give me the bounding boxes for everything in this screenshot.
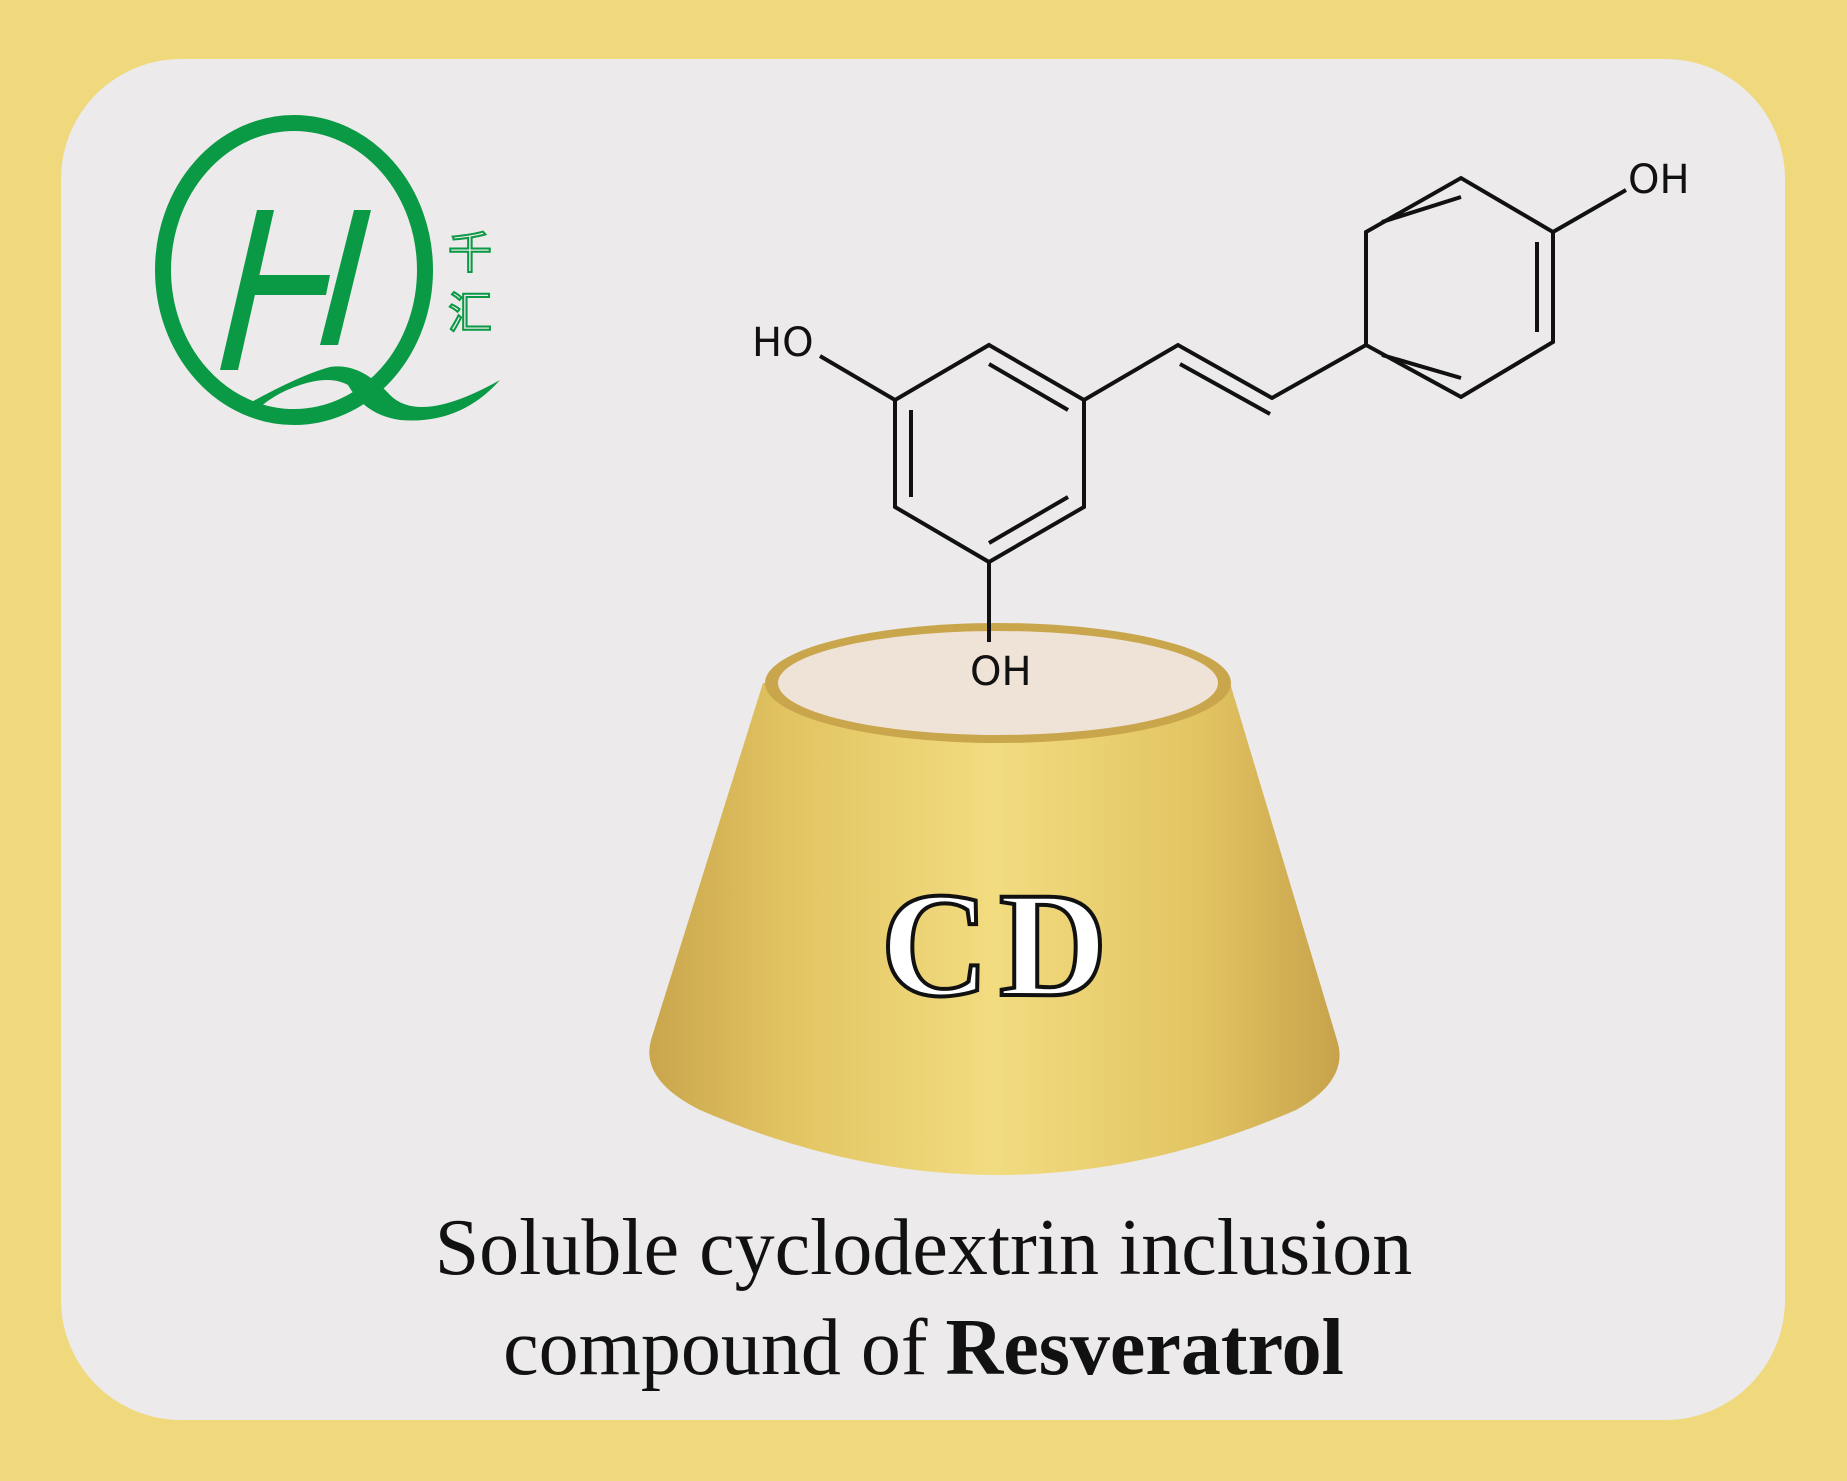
- cyclodextrin-cup-icon: [649, 623, 1340, 1175]
- caption-prefix: compound of: [503, 1304, 928, 1392]
- resveratrol-structure: [818, 175, 1627, 642]
- label-ho-left: HO: [752, 320, 814, 366]
- logo-char-bottom: 汇: [448, 288, 492, 339]
- company-logo-icon: 千 汇: [155, 115, 500, 425]
- label-oh-bottom: OH: [970, 649, 1032, 695]
- label-oh-top-right: OH: [1628, 157, 1690, 203]
- cd-label: CD: [881, 862, 1118, 1028]
- logo-char-top: 千: [448, 228, 492, 279]
- caption-compound-name: Resveratrol: [945, 1304, 1344, 1392]
- caption-line-1: Soluble cyclodextrin inclusion: [434, 1204, 1413, 1292]
